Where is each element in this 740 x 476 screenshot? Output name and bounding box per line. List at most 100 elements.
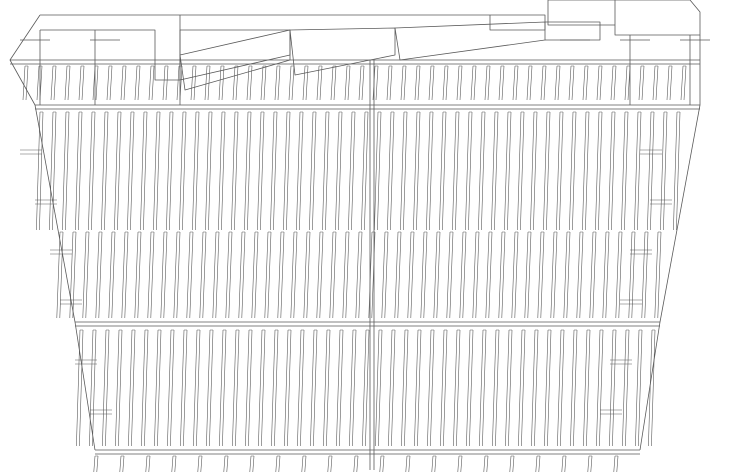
fin [624,65,631,101]
fin [348,111,356,231]
fin [401,329,409,447]
fin [362,329,370,447]
fin [246,65,253,101]
fin [641,231,649,319]
fin [654,231,662,319]
fin [160,231,168,319]
fin [121,231,129,319]
fin [301,455,307,473]
fin [277,231,285,319]
connector-stub [35,199,57,205]
fin [344,65,351,101]
fin [648,329,656,447]
fin [283,111,291,231]
fin [232,65,239,101]
fin [504,111,512,231]
fin [244,111,252,231]
fin [64,65,71,101]
fin [544,329,552,447]
fin [498,65,505,101]
fin [628,231,636,319]
fin [190,65,197,101]
fin [171,455,177,473]
fin [470,65,477,101]
perimeter [639,35,701,451]
fin [218,111,226,231]
fin [238,231,246,319]
fin [101,111,109,231]
beam [35,104,700,110]
fin [108,231,116,319]
fin [531,329,539,447]
fin [251,231,259,319]
fin [647,111,655,231]
fin [505,329,513,447]
fin [452,111,460,231]
connector-stub [640,149,662,155]
fin [335,111,343,231]
fin [530,111,538,231]
fin [608,111,616,231]
fin [274,65,281,101]
fin [128,329,136,447]
fin [120,65,127,101]
fin [524,231,532,319]
fin [76,329,84,447]
fin [119,455,125,473]
fin [275,455,281,473]
fin [249,455,255,473]
fin [223,455,229,473]
beam [75,321,660,327]
fin [457,455,463,473]
fin [271,329,279,447]
fin [442,65,449,101]
fin [147,231,155,319]
fin [192,111,200,231]
fin [485,231,493,319]
fin [453,329,461,447]
fin [439,111,447,231]
fin [420,231,428,319]
fin [82,231,90,319]
beam [10,59,700,65]
fin [526,65,533,101]
fin [535,455,541,473]
fin [199,231,207,319]
perimeter [9,14,96,451]
fin [595,111,603,231]
fin [414,329,422,447]
fin [568,65,575,101]
fin [197,455,203,473]
fin [613,455,619,473]
fin [426,111,434,231]
fin [154,329,162,447]
structural-frame [9,0,710,470]
connector-stub [600,409,622,415]
fin [582,65,589,101]
fin [517,111,525,231]
roof-panel [289,27,396,76]
fin [638,65,645,101]
fin [78,65,85,101]
fin [368,231,376,319]
fin [456,65,463,101]
fin [296,111,304,231]
fin [615,231,623,319]
fin [336,329,344,447]
fin [483,455,489,473]
fin [556,111,564,231]
fin [218,65,225,101]
fin [114,111,122,231]
fin [342,231,350,319]
fin [518,329,526,447]
fin [386,65,393,101]
fin [134,65,141,101]
fin [327,455,333,473]
fin [355,231,363,319]
fin [400,65,407,101]
fin [543,111,551,231]
fin [652,65,659,101]
roof-panel [394,21,546,61]
fin [388,329,396,447]
